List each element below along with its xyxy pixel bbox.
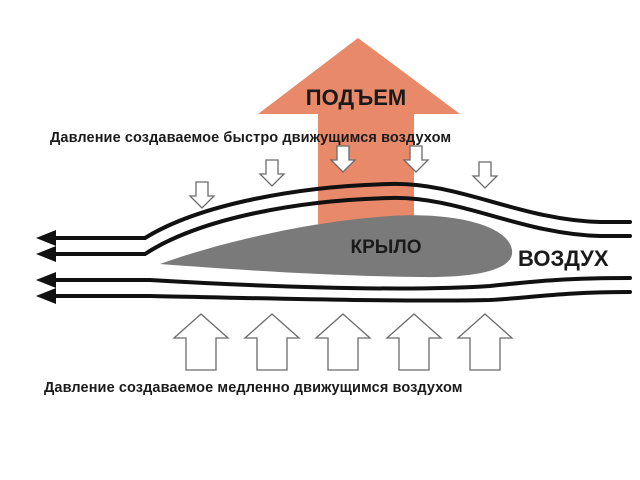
up-arrow-icon bbox=[385, 313, 443, 371]
down-arrow-icon bbox=[471, 161, 499, 189]
bottom-pressure-caption: Давление создаваемое медленно движущимся… bbox=[44, 380, 463, 396]
left-arrow-icon bbox=[36, 272, 56, 288]
airflow-line bbox=[50, 290, 632, 303]
top-pressure-caption: Давление создаваемое быстро движущимся в… bbox=[50, 130, 451, 146]
up-arrow-icon bbox=[456, 313, 514, 371]
left-arrow-icon bbox=[36, 230, 56, 246]
bottom-pressure-arrows bbox=[172, 313, 514, 371]
lift-arrow-icon bbox=[258, 38, 460, 224]
down-arrow-icon bbox=[258, 159, 286, 187]
down-arrow-icon bbox=[188, 181, 216, 209]
lift-label: ПОДЪЕМ bbox=[306, 85, 406, 110]
wing-shape bbox=[160, 215, 513, 278]
down-arrow-icon bbox=[402, 145, 430, 173]
up-arrow-icon bbox=[172, 313, 230, 371]
airflow-arrowheads bbox=[36, 230, 56, 304]
up-arrow-icon bbox=[314, 313, 372, 371]
air-label-background bbox=[514, 244, 632, 272]
airflow-line bbox=[50, 276, 632, 291]
up-arrow-icon bbox=[243, 313, 301, 371]
left-arrow-icon bbox=[36, 246, 56, 262]
air-label: ВОЗДУХ bbox=[518, 246, 609, 271]
airflow-line bbox=[50, 181, 632, 240]
wing-label: КРЫЛО bbox=[351, 237, 422, 258]
down-arrow-icon bbox=[329, 145, 357, 173]
top-pressure-arrows bbox=[188, 145, 499, 209]
left-arrow-icon bbox=[36, 288, 56, 304]
airflow-lines bbox=[50, 181, 632, 303]
airflow-line bbox=[50, 195, 632, 256]
